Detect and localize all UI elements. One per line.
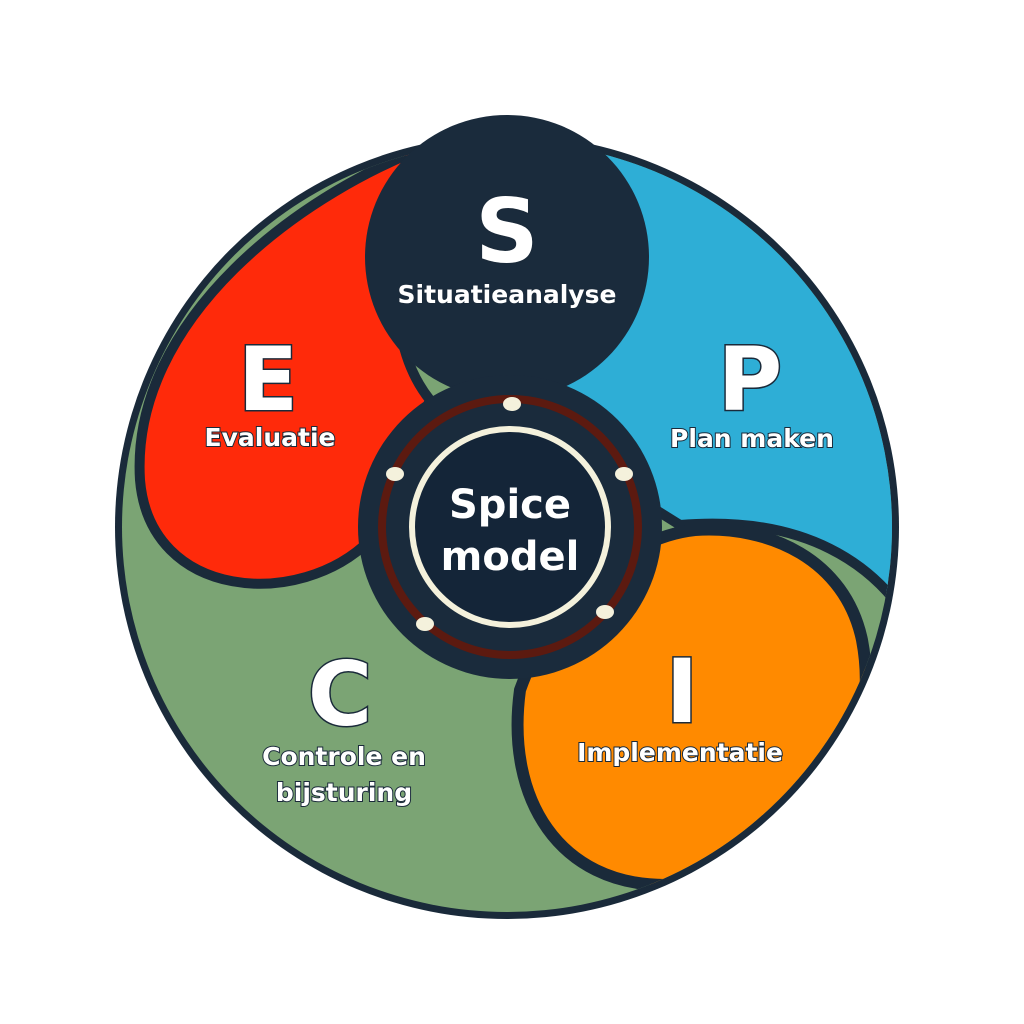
center-title-line1: Spice <box>449 482 571 528</box>
hub-dot <box>503 397 521 411</box>
hub-inner-ring <box>409 426 611 628</box>
hub-dot <box>596 605 614 619</box>
letter-i: I <box>666 640 699 743</box>
segment-s-situatieanalyse <box>365 115 649 399</box>
label-situatieanalyse: Situatieanalyse <box>398 280 617 309</box>
label-controle-line2: bijsturing <box>276 778 412 807</box>
letter-e: E <box>238 328 298 431</box>
letter-c: C <box>308 643 373 746</box>
label-plan-maken: Plan maken <box>670 424 834 453</box>
label-controle-line1: Controle en <box>262 742 426 771</box>
label-evaluatie: Evaluatie <box>205 423 336 452</box>
hub-dot <box>386 467 404 481</box>
label-implementatie: Implementatie <box>577 738 783 767</box>
hub-dot <box>615 467 633 481</box>
letter-p: P <box>718 328 783 431</box>
center-title-line2: model <box>441 534 580 580</box>
letter-s: S <box>475 180 538 283</box>
hub-dots <box>386 397 633 631</box>
hub-dot <box>416 617 434 631</box>
